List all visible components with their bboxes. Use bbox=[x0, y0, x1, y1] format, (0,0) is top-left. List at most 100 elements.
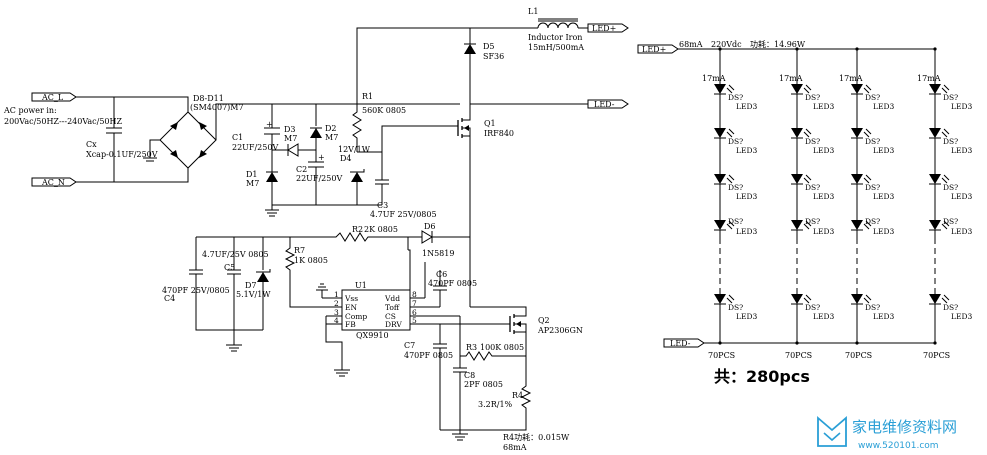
led-diode: DS?LED3 bbox=[791, 294, 834, 321]
led-led-label: LED3 bbox=[951, 146, 972, 155]
led-diode: DS?LED3 bbox=[714, 128, 757, 155]
led-led-label: LED3 bbox=[813, 146, 834, 155]
led-ds-label: DS? bbox=[728, 93, 743, 102]
svg-text:+: + bbox=[318, 153, 325, 162]
led-plus-label-left: LED+ bbox=[592, 24, 616, 33]
q2-label: Q2 bbox=[538, 316, 550, 325]
watermark-text: 家电维修资料网 bbox=[852, 418, 957, 436]
r7-label: R7 bbox=[294, 246, 305, 255]
watermark: 家电维修资料网 www.520101.com bbox=[817, 416, 957, 451]
d3-label: D3 bbox=[284, 125, 296, 134]
led-ds-label: DS? bbox=[728, 217, 743, 226]
led-strings: 17mADS?LED3DS?LED3DS?LED3DS?LED3DS?LED37… bbox=[702, 47, 972, 360]
r3-value: 100K 0805 bbox=[480, 343, 524, 352]
c2-label: C2 bbox=[296, 165, 307, 174]
led-ds-label: DS? bbox=[728, 183, 743, 192]
c5-label: C5 bbox=[224, 263, 235, 272]
array-current: 68mA bbox=[679, 40, 703, 49]
d2-label: D2 bbox=[325, 124, 337, 133]
led-led-label: LED3 bbox=[736, 146, 757, 155]
l1-label: L1 bbox=[528, 7, 538, 16]
c6-value: 470PF 0805 bbox=[428, 279, 477, 288]
led-diode: DS?LED3 bbox=[851, 128, 894, 155]
q1-mosfet bbox=[457, 104, 471, 146]
u1-pin-left-3: Comp bbox=[345, 312, 367, 321]
u1-pin-num-left-2: 2 bbox=[334, 299, 339, 308]
led-ds-label: DS? bbox=[943, 183, 958, 192]
led-ds-label: DS? bbox=[865, 183, 880, 192]
led-diode: DS?LED3 bbox=[851, 217, 894, 236]
c6-label: C6 bbox=[436, 270, 447, 279]
led-led-label: LED3 bbox=[813, 312, 834, 321]
led-diode: DS?LED3 bbox=[929, 128, 972, 155]
u1-label: U1 bbox=[355, 281, 367, 290]
led-diode: DS?LED3 bbox=[714, 84, 757, 111]
r2-value: 2K 0805 bbox=[364, 225, 398, 234]
led-diode: DS?LED3 bbox=[929, 217, 972, 236]
c1-label: C1 bbox=[232, 133, 243, 142]
led-led-label: LED3 bbox=[736, 312, 757, 321]
led-ds-label: DS? bbox=[728, 303, 743, 312]
led-led-label: LED3 bbox=[951, 102, 972, 111]
led-ds-label: DS? bbox=[865, 137, 880, 146]
led-ds-label: DS? bbox=[728, 137, 743, 146]
l1-value: 15mH/500mA bbox=[528, 43, 584, 52]
u1-pin-num-right-1: 8 bbox=[412, 290, 417, 299]
l1-desc: Inductor Iron bbox=[528, 33, 582, 42]
led-ds-label: DS? bbox=[865, 217, 880, 226]
led-diode: DS?LED3 bbox=[929, 174, 972, 201]
svg-text:+: + bbox=[266, 120, 273, 129]
u1-pin-left-2: EN bbox=[345, 303, 357, 312]
string-current-3: 17mA bbox=[839, 74, 863, 83]
cx-label: Cx bbox=[86, 140, 97, 149]
bridge-ref: D8-D11 bbox=[193, 94, 224, 103]
cap-top-value: 4.7UF/25V 0805 bbox=[202, 250, 269, 259]
led-ds-label: DS? bbox=[865, 303, 880, 312]
led-led-label: LED3 bbox=[873, 146, 894, 155]
c8-value: 2PF 0805 bbox=[464, 380, 503, 389]
led-ds-label: DS? bbox=[943, 217, 958, 226]
led-minus-port-right: LED- bbox=[663, 338, 705, 348]
led-string-3: 17mADS?LED3DS?LED3DS?LED3DS?LED3DS?LED37… bbox=[839, 49, 894, 360]
led-diode: DS?LED3 bbox=[791, 217, 834, 236]
led-led-label: LED3 bbox=[736, 227, 757, 236]
string-count-3: 70PCS bbox=[845, 351, 872, 360]
q2-mosfet bbox=[470, 306, 527, 352]
d7-value: 5.1V/1W bbox=[236, 290, 271, 299]
string-count-2: 70PCS bbox=[785, 351, 812, 360]
u1-pin-num-left-4: 4 bbox=[334, 316, 339, 325]
watermark-url: www.520101.com bbox=[858, 441, 939, 451]
array-total: 共：280pcs bbox=[714, 367, 810, 386]
led-ds-label: DS? bbox=[865, 93, 880, 102]
string-count-4: 70PCS bbox=[923, 351, 950, 360]
ac-l-label: AC_L bbox=[41, 93, 64, 102]
q1-value: IRF840 bbox=[484, 129, 514, 138]
u1-pin-right-2: Toff bbox=[385, 303, 400, 312]
d7-label: D7 bbox=[245, 281, 257, 290]
led-led-label: LED3 bbox=[873, 227, 894, 236]
u1-pin-right-4: DRV bbox=[385, 320, 402, 329]
led-diode: DS?LED3 bbox=[929, 84, 972, 111]
c7-label: C7 bbox=[404, 341, 415, 350]
ac-n-port: AC_N bbox=[31, 177, 77, 187]
d4-label: D4 bbox=[340, 154, 352, 163]
d6-label: D6 bbox=[424, 222, 436, 231]
led-diode: DS?LED3 bbox=[791, 128, 834, 155]
q1-label: Q1 bbox=[484, 119, 496, 128]
led-led-label: LED3 bbox=[951, 312, 972, 321]
ac-l-port: AC_L bbox=[31, 92, 77, 102]
led-led-label: LED3 bbox=[736, 102, 757, 111]
led-ds-label: DS? bbox=[943, 303, 958, 312]
c2-value: 22UF/250V bbox=[296, 174, 342, 183]
r4-label: R4 bbox=[512, 391, 523, 400]
ac-n-label: AC_N bbox=[41, 178, 65, 187]
led-plus-port-right: LED+ bbox=[637, 44, 679, 54]
led-ds-label: DS? bbox=[805, 93, 820, 102]
string-current-1: 17mA bbox=[702, 74, 726, 83]
bridge-rectifier bbox=[143, 111, 217, 169]
led-ds-label: DS? bbox=[805, 183, 820, 192]
r1-label: R1 bbox=[362, 92, 373, 101]
led-diode: DS?LED3 bbox=[851, 174, 894, 201]
d5-label: D5 bbox=[483, 42, 495, 51]
